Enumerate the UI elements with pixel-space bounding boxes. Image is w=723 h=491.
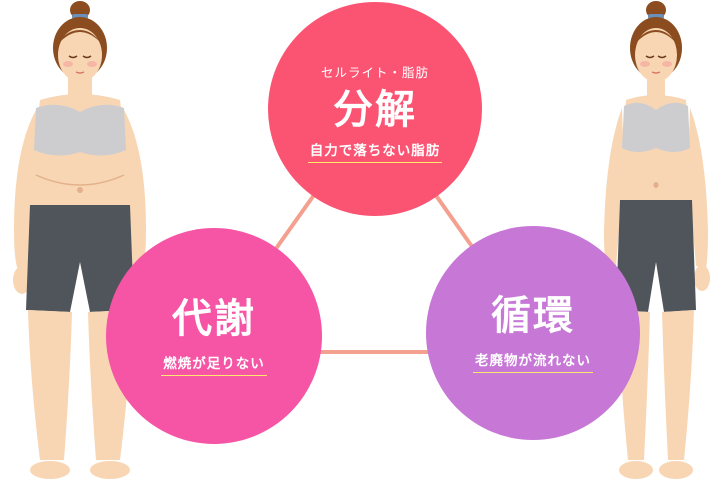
circulation-subtitle: 老廃物が流れない [473,349,593,373]
metabolism-title: 代謝 [172,296,256,342]
circulation-circle: 循環 老廃物が流れない [426,226,640,440]
decompose-circle: セルライト・脂肪 分解 自力で落ちない脂肪 [268,2,482,216]
decompose-pretitle: セルライト・脂肪 [321,62,429,81]
metabolism-circle: 代謝 燃焼が足りない [106,228,322,444]
decompose-title: 分解 [333,87,417,133]
decompose-subtitle: 自力で落ちない脂肪 [308,139,443,163]
metabolism-subtitle: 燃焼が足りない [161,352,267,376]
circulation-title: 循環 [491,293,575,339]
